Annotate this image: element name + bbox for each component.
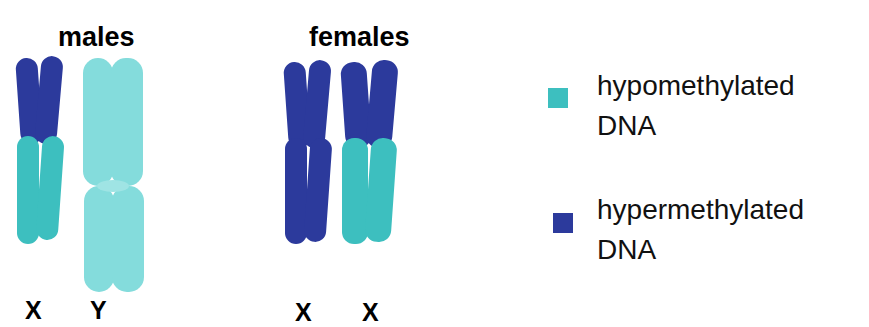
legend-swatch [548,88,568,108]
legend-text: hypermethylated DNA [597,190,847,270]
chromosome-label: X [295,300,312,325]
group-heading: females [309,24,410,51]
female-x-chromosome-2 [340,59,399,244]
chromosome-label: X [25,298,42,323]
female-x-chromosome-1 [283,59,333,244]
chromosome-label: X [362,300,379,325]
y-chromosome [83,58,144,292]
group-heading: males [58,24,135,51]
male-x-chromosome [15,55,65,244]
chromosome-label: Y [90,298,107,323]
legend-text: hypomethylated DNA [597,66,847,146]
legend-swatch [553,213,573,233]
